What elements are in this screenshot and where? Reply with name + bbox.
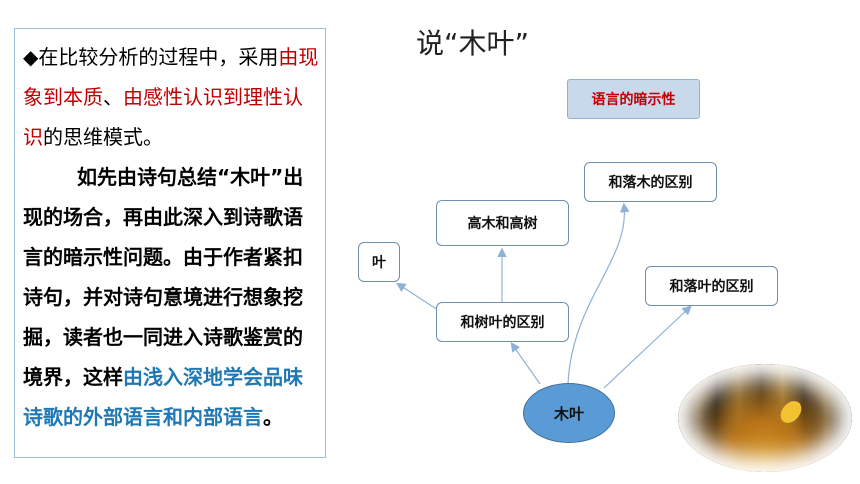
node-shuye: 和树叶的区别 — [436, 302, 569, 342]
p1-text-2: 的思维模式。 — [43, 125, 163, 149]
slide-title: 说“木叶” — [416, 27, 530, 60]
p2-end: 。 — [263, 405, 283, 429]
node-gaomu: 高木和高树 — [436, 200, 569, 246]
bullet-icon: ◆ — [23, 45, 39, 69]
p1-highlight-2: 由感性认识到理性认识 — [23, 85, 303, 149]
p2-text: 如先由诗句总结“木叶”出现的场合，再由此深入到诗歌语言的暗示性问题。由于作者紧扣… — [23, 165, 304, 389]
arrow-center-to-luoye — [603, 305, 692, 389]
node-luomu: 和落木的区别 — [584, 162, 717, 202]
node-ye: 叶 — [358, 242, 400, 282]
arrow-shuye-to-ye — [395, 282, 439, 311]
arrow-center-to-luomu — [567, 202, 630, 385]
autumn-forest-image — [678, 364, 852, 472]
p2-highlight: 由浅入深地学会品味诗歌的外部语言和内部语言 — [23, 365, 303, 429]
p1-highlight-1: 由现象到本质 — [23, 45, 319, 109]
tag-box: 语言的暗示性 — [567, 79, 700, 119]
text-panel: ◆在比较分析的过程中，采用由现象到本质、由感性认识到理性认识的思维模式。 如先由… — [14, 28, 326, 458]
arrow-center-to-shuye — [510, 342, 541, 385]
paragraph-2: 如先由诗句总结“木叶”出现的场合，再由此深入到诗歌语言的暗示性问题。由于作者紧扣… — [23, 157, 319, 437]
center-node: 木叶 — [523, 383, 615, 443]
p1-separator: 、 — [103, 85, 123, 109]
paragraph-1: ◆在比较分析的过程中，采用由现象到本质、由感性认识到理性认识的思维模式。 — [23, 37, 319, 157]
node-luoye: 和落叶的区别 — [645, 266, 778, 306]
p1-text-1: 在比较分析的过程中，采用 — [38, 45, 279, 69]
falling-leaf-icon — [777, 397, 805, 427]
